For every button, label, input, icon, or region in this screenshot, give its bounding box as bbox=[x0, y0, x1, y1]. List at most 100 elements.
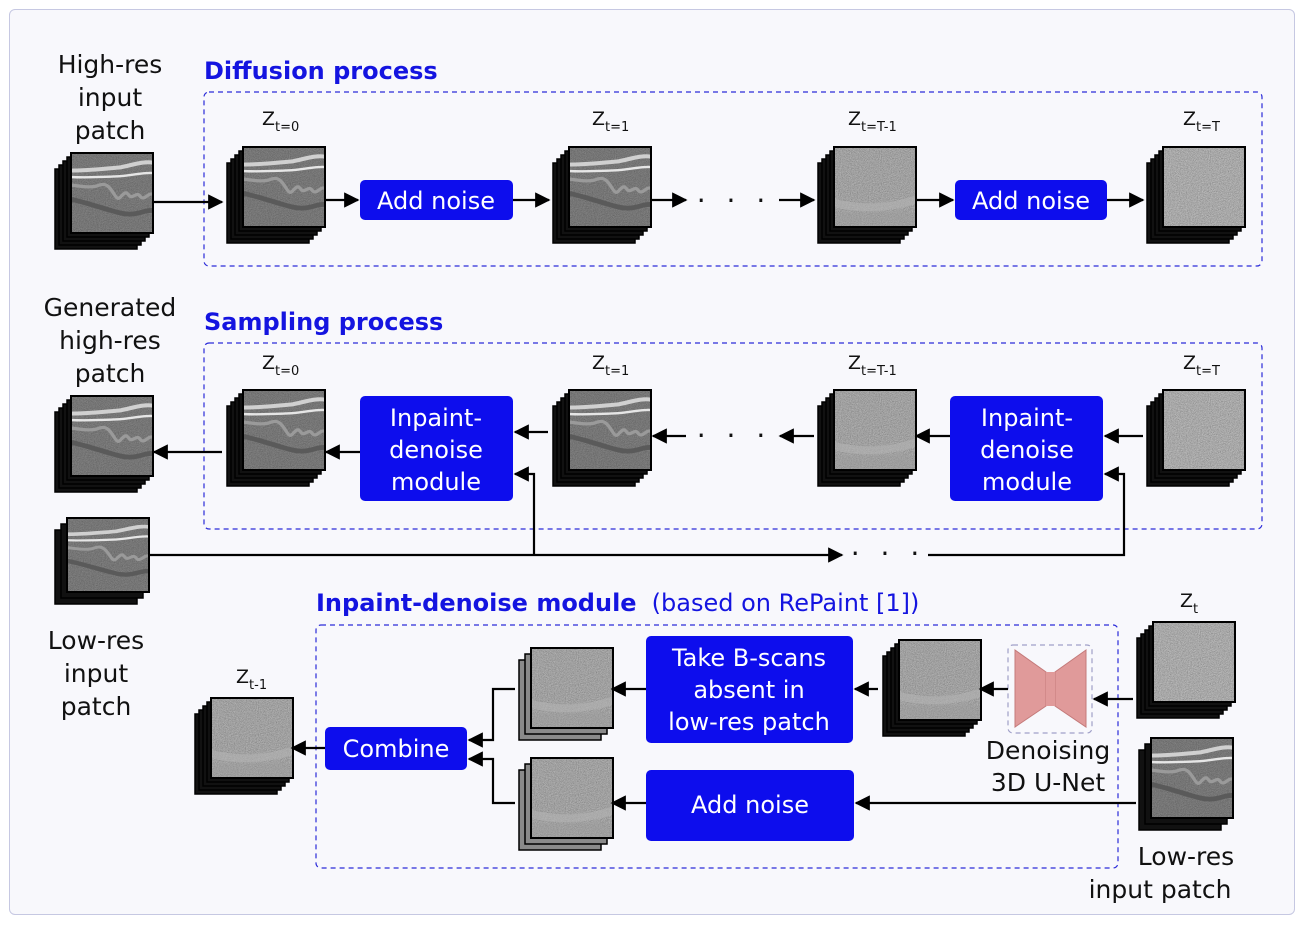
generated-line1: Generated bbox=[44, 293, 177, 322]
stack-samp-z1 bbox=[552, 389, 652, 487]
patch-stacks bbox=[54, 146, 1246, 851]
stack-samp-zT1 bbox=[817, 389, 917, 487]
samp-inpaint-1-line1: Inpaint- bbox=[390, 404, 482, 432]
stack-taken bbox=[518, 647, 614, 741]
stack-low-res-input-front bbox=[66, 517, 150, 593]
stack-samp-z0-front bbox=[242, 389, 326, 471]
diffusion-title: Diffusion process bbox=[204, 57, 438, 85]
stack-high-res-input bbox=[54, 152, 154, 250]
combine-label: Combine bbox=[343, 735, 450, 763]
stack-diff-zT1 bbox=[817, 146, 917, 244]
samp-inpaint-2-line1: Inpaint- bbox=[981, 404, 1073, 432]
stack-diff-zT bbox=[1146, 146, 1246, 244]
unet-label-line1: Denoising bbox=[986, 736, 1110, 765]
stack-samp-zT-front bbox=[1162, 389, 1246, 471]
diffusion-region bbox=[203, 91, 1263, 267]
z-label-diff-t0: Zt=0 bbox=[262, 108, 299, 135]
diff-add-noise-2-button: Add noise bbox=[955, 180, 1107, 220]
stack-samp-z0 bbox=[226, 389, 326, 487]
z-label-samp-tT: Zt=T bbox=[1183, 352, 1220, 379]
samp-inpaint-module-2-button: Inpaint- denoise module bbox=[950, 396, 1103, 501]
stack-samp-zT1-front bbox=[833, 389, 917, 471]
low-res-input-2-line2: input patch bbox=[1089, 875, 1232, 904]
arrows bbox=[148, 192, 1145, 811]
stack-zt bbox=[1136, 621, 1236, 719]
z-label-samp-t1: Zt=1 bbox=[592, 352, 629, 379]
low-res-input-line1: Low-res bbox=[48, 626, 144, 655]
take-bscans-line3: low-res patch bbox=[668, 708, 830, 736]
lowres-to-inpaint-2 bbox=[928, 466, 1126, 557]
z-label-inpaint-t: Zt bbox=[1180, 590, 1198, 617]
samp-inpaint-2-line3: module bbox=[982, 468, 1072, 496]
inpaint-add-noise-label: Add noise bbox=[691, 791, 809, 819]
stack-noised-lowres bbox=[518, 757, 614, 851]
generated-label: Generated high-res patch bbox=[44, 293, 177, 388]
diff-ellipsis: · · · bbox=[697, 184, 772, 217]
stack-noised-lowres-front bbox=[530, 757, 614, 839]
stack-taken-front bbox=[530, 647, 614, 729]
combine-button: Combine bbox=[325, 727, 467, 770]
stack-z-tminus1-front bbox=[210, 697, 294, 779]
lowres-to-inpaint-1 bbox=[513, 466, 536, 555]
low-res-input-2-line1: Low-res bbox=[1138, 842, 1234, 871]
z-label-samp-tT1: Zt=T-1 bbox=[848, 352, 897, 379]
take-bscans-line2: absent in bbox=[693, 676, 804, 704]
stack-diff-z1-front bbox=[568, 146, 652, 228]
samp-inpaint-module-1-button: Inpaint- denoise module bbox=[360, 396, 513, 501]
stack-zt-front bbox=[1152, 621, 1236, 703]
z-labels: Zt=0 Zt=1 Zt=T-1 Zt=T Zt=0 Zt=1 Zt=T-1 Z… bbox=[236, 108, 1220, 693]
samp-inpaint-1-line2: denoise bbox=[389, 436, 483, 464]
arrow-stack-top-to-combine bbox=[467, 687, 515, 748]
samp-inpaint-1-line3: module bbox=[391, 468, 481, 496]
diff-add-noise-1-button: Add noise bbox=[360, 180, 513, 220]
lowres-ellipsis: · · · bbox=[851, 537, 926, 570]
inpaint-title-note: (based on RePaint [1]) bbox=[652, 589, 920, 617]
high-res-input-line1: High-res bbox=[58, 50, 163, 79]
stack-diff-zT-front bbox=[1162, 146, 1246, 228]
high-res-input-label: High-res input patch bbox=[58, 50, 163, 145]
stack-pred bbox=[882, 639, 982, 737]
samp-ellipsis: · · · bbox=[697, 419, 772, 452]
inpaint-title-main: Inpaint-denoise module bbox=[316, 589, 637, 617]
stack-low-res-input bbox=[54, 517, 150, 605]
stack-samp-z1-front bbox=[568, 389, 652, 471]
diff-add-noise-1-label: Add noise bbox=[377, 187, 495, 215]
high-res-input-line2: input bbox=[78, 83, 143, 112]
stack-low-res-input-2 bbox=[1138, 737, 1234, 831]
z-label-inpaint-tminus1: Zt-1 bbox=[236, 666, 267, 693]
sampling-title: Sampling process bbox=[204, 308, 443, 336]
high-res-input-line3: patch bbox=[75, 116, 146, 145]
stack-samp-zT bbox=[1146, 389, 1246, 487]
stack-diff-zT1-front bbox=[833, 146, 917, 228]
z-label-diff-t1: Zt=1 bbox=[592, 108, 629, 135]
z-label-samp-t0: Zt=0 bbox=[262, 352, 299, 379]
samp-inpaint-2-line2: denoise bbox=[980, 436, 1074, 464]
z-label-diff-tT1: Zt=T-1 bbox=[848, 108, 897, 135]
stack-diff-z0 bbox=[226, 146, 326, 244]
inpaint-add-noise-button: Add noise bbox=[646, 770, 854, 841]
generated-line2: high-res bbox=[59, 326, 161, 355]
z-label-diff-tT: Zt=T bbox=[1183, 108, 1220, 135]
inpaint-title: Inpaint-denoise module (based on RePaint… bbox=[316, 589, 919, 617]
stack-pred-front bbox=[898, 639, 982, 721]
generated-line3: patch bbox=[75, 359, 146, 388]
take-bscans-button: Take B-scans absent in low-res patch bbox=[646, 636, 853, 743]
low-res-input-line3: patch bbox=[61, 692, 132, 721]
sampling-region bbox=[203, 342, 1263, 530]
take-bscans-line1: Take B-scans bbox=[671, 644, 826, 672]
unet-region bbox=[1007, 644, 1093, 734]
stack-generated bbox=[54, 395, 154, 493]
unet-icon bbox=[1014, 649, 1087, 728]
stack-z-tminus1 bbox=[194, 697, 294, 795]
stack-high-res-input-front bbox=[70, 152, 154, 234]
arrow-stack-bottom-to-combine bbox=[467, 751, 515, 805]
stack-diff-z0-front bbox=[242, 146, 326, 228]
stack-diff-z1 bbox=[552, 146, 652, 244]
inpaint-region bbox=[315, 624, 1119, 869]
stack-low-res-input-2-front bbox=[1150, 737, 1234, 819]
unet-label-line2: 3D U-Net bbox=[991, 768, 1106, 797]
low-res-input-label: Low-res input patch bbox=[48, 626, 144, 721]
diff-add-noise-2-label: Add noise bbox=[972, 187, 1090, 215]
low-res-input-line2: input bbox=[64, 659, 129, 688]
